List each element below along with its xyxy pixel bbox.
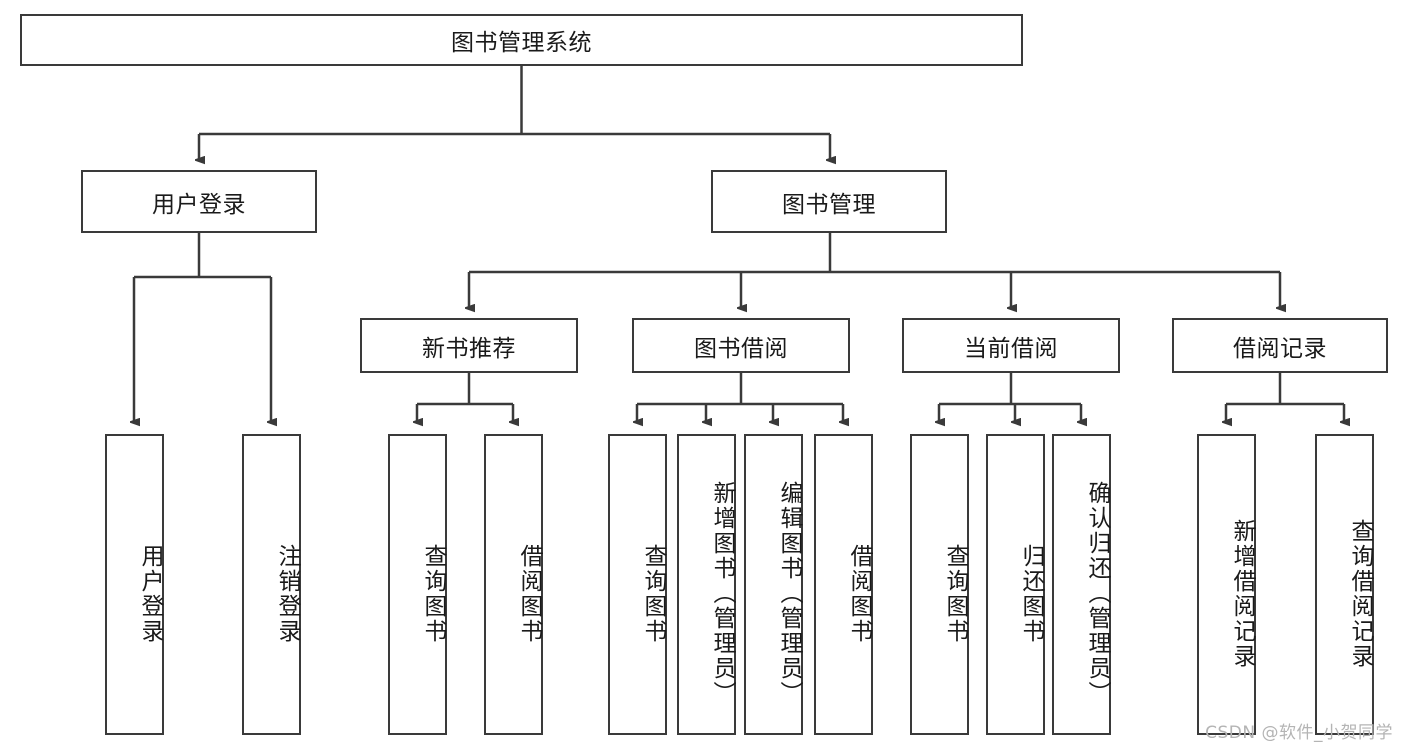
node-label: 查询图书: [640, 543, 666, 644]
node-label: 图书借阅: [694, 335, 788, 362]
node-leaf-user-login[interactable]: 用户登录: [105, 434, 164, 735]
node-leaf-add-book[interactable]: 新增图书（管理员）: [677, 434, 736, 735]
node-leaf-add-record[interactable]: 新增借阅记录: [1197, 434, 1256, 735]
node-label: 归还图书: [1018, 543, 1044, 644]
node-leaf-logout[interactable]: 注销登录: [242, 434, 301, 735]
node-label: 用户登录: [152, 191, 246, 218]
node-label: 确认归还（管理员）: [1084, 481, 1110, 706]
node-leaf-return-book[interactable]: 归还图书: [986, 434, 1045, 735]
node-label: 当前借阅: [964, 335, 1058, 362]
node-borrow-record[interactable]: 借阅记录: [1172, 318, 1388, 373]
node-leaf-borrow-book-2[interactable]: 借阅图书: [814, 434, 873, 735]
node-label: 查询图书: [420, 543, 446, 644]
node-book-manage[interactable]: 图书管理: [711, 170, 947, 233]
node-label: 图书管理: [782, 191, 876, 218]
node-label: 借阅记录: [1233, 335, 1327, 362]
node-label: 新增借阅记录: [1229, 518, 1255, 669]
node-current-borrow[interactable]: 当前借阅: [902, 318, 1120, 373]
node-label: 查询图书: [942, 543, 968, 644]
node-label: 注销登录: [274, 543, 300, 644]
node-new-book-rec[interactable]: 新书推荐: [360, 318, 578, 373]
node-root[interactable]: 图书管理系统: [20, 14, 1023, 66]
node-leaf-query-book-1[interactable]: 查询图书: [388, 434, 447, 735]
node-book-borrow[interactable]: 图书借阅: [632, 318, 850, 373]
node-label: 借阅图书: [516, 543, 542, 644]
node-leaf-query-book-3[interactable]: 查询图书: [910, 434, 969, 735]
node-label: 查询借阅记录: [1347, 518, 1373, 669]
node-label: 借阅图书: [846, 543, 872, 644]
node-leaf-query-record[interactable]: 查询借阅记录: [1315, 434, 1374, 735]
node-leaf-borrow-book-1[interactable]: 借阅图书: [484, 434, 543, 735]
node-label: 用户登录: [137, 543, 163, 644]
csdn-watermark: CSDN @软件_小贺同学: [1205, 723, 1393, 743]
node-label: 编辑图书（管理员）: [776, 481, 802, 706]
node-leaf-confirm-return[interactable]: 确认归还（管理员）: [1052, 434, 1111, 735]
node-label: 图书管理系统: [451, 30, 592, 56]
node-user-login[interactable]: 用户登录: [81, 170, 317, 233]
node-leaf-edit-book[interactable]: 编辑图书（管理员）: [744, 434, 803, 735]
node-label: 新书推荐: [422, 335, 516, 362]
node-label: 新增图书（管理员）: [709, 481, 735, 706]
node-leaf-query-book-2[interactable]: 查询图书: [608, 434, 667, 735]
